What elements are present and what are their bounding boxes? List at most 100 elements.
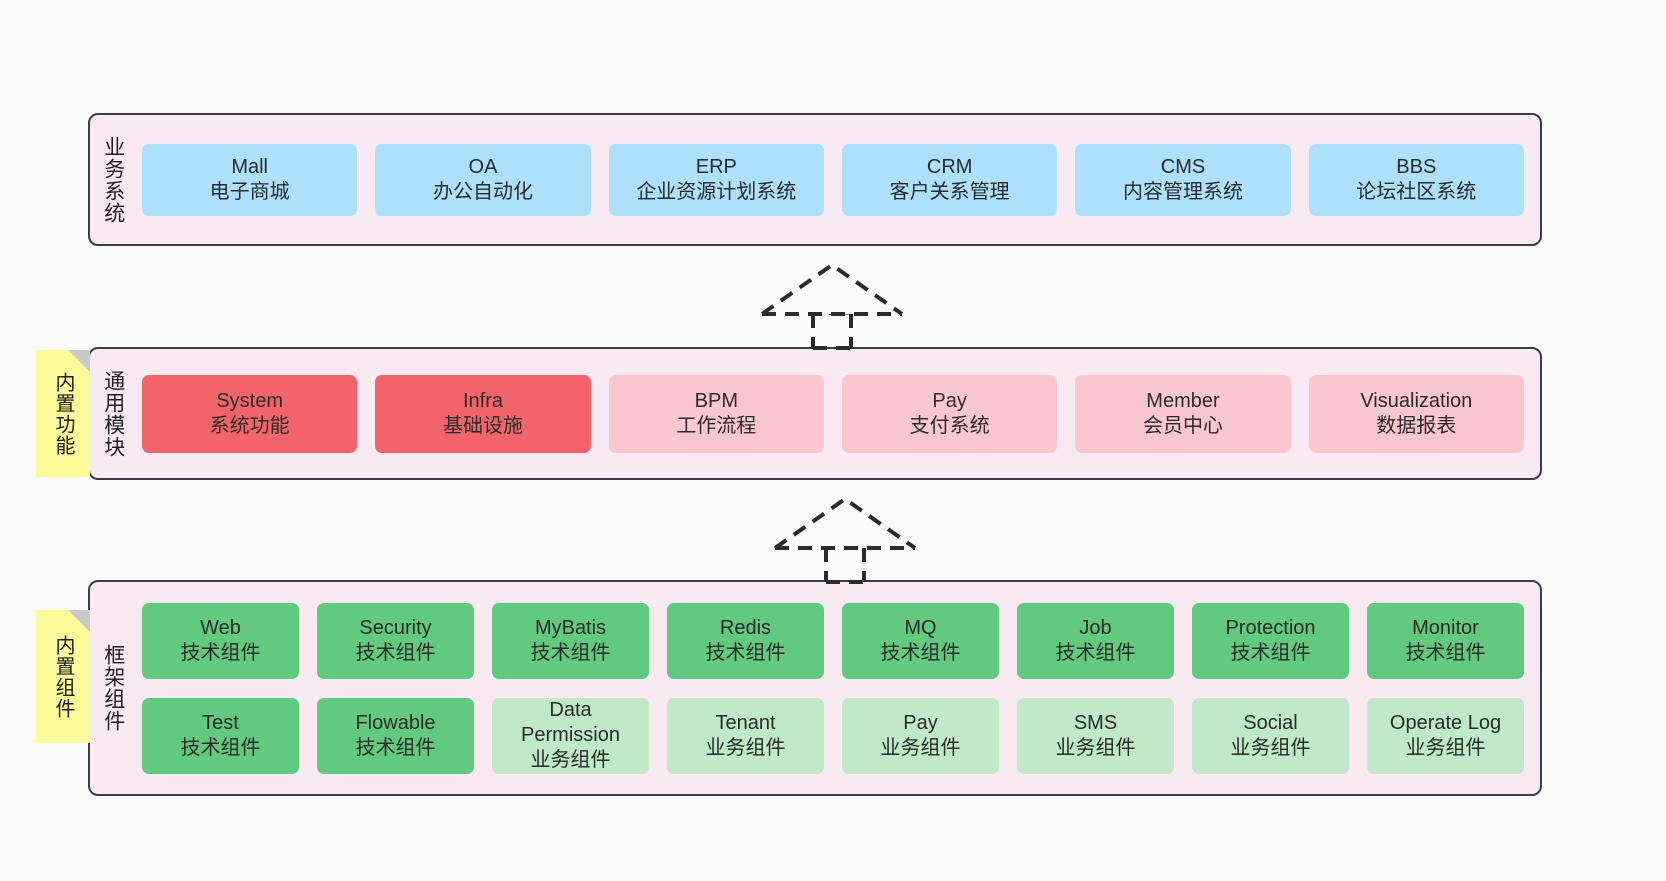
card-title-en: BBS — [1396, 155, 1437, 178]
sticky-note-builtin-components: 内置组件 — [36, 610, 90, 743]
card-sms[interactable]: SMS 业务组件 — [1017, 697, 1174, 774]
card-title-cn: 技术组件 — [1055, 641, 1136, 664]
card-title-cn: 工作流程 — [676, 414, 757, 437]
card-row: Mall 电子商城 OA 办公自动化 ERP 企业资源计划系统 CRM 客户关系… — [142, 143, 1524, 216]
card-title-cn: 业务组件 — [880, 736, 961, 759]
layer-body-framework-components: Web 技术组件 Security 技术组件 MyBatis 技术组件 Redi… — [136, 582, 1540, 794]
card-visualization[interactable]: Visualization 数据报表 — [1308, 374, 1524, 453]
folded-corner-icon — [68, 610, 90, 632]
card-title-en: BPM — [694, 389, 738, 412]
card-title-en: Operate Log — [1389, 711, 1502, 734]
card-title-cn: 技术组件 — [180, 641, 261, 664]
card-title-cn: 电子商城 — [209, 180, 290, 203]
card-mq[interactable]: MQ 技术组件 — [842, 602, 999, 679]
layer-title-common-modules: 通用模块 — [101, 369, 125, 458]
layer-body-business-systems: Mall 电子商城 OA 办公自动化 ERP 企业资源计划系统 CRM 客户关系… — [136, 115, 1540, 244]
card-title-en: Job — [1079, 616, 1112, 639]
card-title-en: CMS — [1160, 155, 1206, 178]
layer-body-common-modules: System 系统功能 Infra 基础设施 BPM 工作流程 Pay 支付系统… — [136, 349, 1540, 478]
card-title-cn: 业务组件 — [530, 748, 611, 771]
layer-framework-components: 框架组件 Web 技术组件 Security 技术组件 MyBatis 技术组件… — [88, 580, 1542, 796]
card-title-cn: 技术组件 — [180, 736, 261, 759]
card-title-cn: 技术组件 — [705, 641, 786, 664]
card-flowable[interactable]: Flowable 技术组件 — [317, 697, 474, 774]
card-title-cn: 支付系统 — [909, 414, 990, 437]
card-title-cn: 系统功能 — [209, 414, 290, 437]
card-security[interactable]: Security 技术组件 — [317, 602, 474, 679]
card-title-en: OA — [468, 155, 498, 178]
card-title-cn: 技术组件 — [530, 641, 611, 664]
card-row: Web 技术组件 Security 技术组件 MyBatis 技术组件 Redi… — [142, 602, 1524, 679]
card-title-cn: 论坛社区系统 — [1356, 180, 1477, 203]
sticky-note-label: 内置组件 — [52, 634, 74, 719]
card-title-en: Pay — [932, 389, 967, 412]
card-title-cn: 企业资源计划系统 — [636, 180, 797, 203]
card-title-en: Redis — [719, 616, 772, 639]
card-infra[interactable]: Infra 基础设施 — [375, 374, 591, 453]
layer-business-systems: 业务系统 Mall 电子商城 OA 办公自动化 ERP 企业资源计划系统 CRM… — [88, 113, 1542, 246]
card-title-en: Flowable — [355, 711, 436, 734]
card-title-cn: 基础设施 — [442, 414, 523, 437]
card-cms[interactable]: CMS 内容管理系统 — [1075, 143, 1291, 216]
card-social[interactable]: Social 业务组件 — [1192, 697, 1349, 774]
card-title-cn: 内容管理系统 — [1122, 180, 1243, 203]
card-system[interactable]: System 系统功能 — [142, 374, 358, 453]
card-job[interactable]: Job 技术组件 — [1017, 602, 1174, 679]
card-title-cn: 技术组件 — [355, 736, 436, 759]
card-title-cn: 业务组件 — [1405, 736, 1486, 759]
card-protection[interactable]: Protection 技术组件 — [1192, 602, 1349, 679]
layer-common-modules: 通用模块 System 系统功能 Infra 基础设施 BPM 工作流程 Pay… — [88, 347, 1542, 480]
card-mybatis[interactable]: MyBatis 技术组件 — [492, 602, 649, 679]
layer-title-framework-components: 框架组件 — [101, 644, 125, 732]
card-title-cn: 数据报表 — [1376, 414, 1457, 437]
card-monitor[interactable]: Monitor 技术组件 — [1367, 602, 1524, 679]
card-data-permission[interactable]: Data Permission 业务组件 — [492, 697, 649, 774]
card-title-en: Web — [200, 616, 241, 639]
card-title-en: Member — [1146, 389, 1220, 412]
card-title-en: System — [216, 389, 283, 412]
card-title-en: Monitor — [1412, 616, 1479, 639]
card-title-en: Data Permission — [521, 699, 620, 747]
card-operate-log[interactable]: Operate Log 业务组件 — [1367, 697, 1524, 774]
card-oa[interactable]: OA 办公自动化 — [375, 143, 591, 216]
card-erp[interactable]: ERP 企业资源计划系统 — [608, 143, 824, 216]
card-title-en: Infra — [462, 389, 503, 412]
card-pay-component[interactable]: Pay 业务组件 — [842, 697, 999, 774]
card-tenant[interactable]: Tenant 业务组件 — [667, 697, 824, 774]
card-title-cn: 办公自动化 — [432, 180, 533, 203]
card-title-en: MQ — [904, 616, 937, 639]
generalization-arrow-build — [757, 258, 907, 350]
card-title-cn: 技术组件 — [1405, 641, 1486, 664]
card-bbs[interactable]: BBS 论坛社区系统 — [1308, 143, 1524, 216]
card-member[interactable]: Member 会员中心 — [1075, 374, 1291, 453]
card-title-cn: 技术组件 — [355, 641, 436, 664]
layer-title-business-systems: 业务系统 — [101, 135, 125, 224]
card-pay-module[interactable]: Pay 支付系统 — [841, 374, 1058, 453]
card-title-cn: 业务组件 — [1230, 736, 1311, 759]
card-title-en: Social — [1243, 711, 1298, 734]
card-row: System 系统功能 Infra 基础设施 BPM 工作流程 Pay 支付系统… — [142, 374, 1524, 453]
card-title-en: Tenant — [715, 711, 776, 734]
card-title-cn: 技术组件 — [1230, 641, 1311, 664]
sticky-note-builtin-features: 内置功能 — [36, 350, 90, 477]
card-title-cn: 客户关系管理 — [889, 180, 1010, 203]
generalization-arrow-implement — [770, 492, 920, 584]
card-title-en: Protection — [1225, 616, 1316, 639]
card-title-en: Test — [202, 711, 239, 734]
card-title-en: Visualization — [1360, 389, 1473, 412]
card-title-cn: 会员中心 — [1142, 414, 1223, 437]
sticky-note-label: 内置功能 — [52, 371, 74, 456]
card-title-en: ERP — [695, 155, 737, 178]
card-test[interactable]: Test 技术组件 — [142, 697, 299, 774]
card-title-en: Mall — [231, 155, 268, 178]
card-title-en: MyBatis — [534, 616, 607, 639]
card-mall[interactable]: Mall 电子商城 — [142, 143, 358, 216]
card-bpm[interactable]: BPM 工作流程 — [608, 374, 824, 453]
card-web[interactable]: Web 技术组件 — [142, 602, 299, 679]
card-crm[interactable]: CRM 客户关系管理 — [841, 143, 1058, 216]
card-title-cn: 业务组件 — [705, 736, 786, 759]
card-title-cn: 业务组件 — [1055, 736, 1136, 759]
folded-corner-icon — [68, 350, 90, 372]
card-title-en: SMS — [1073, 711, 1118, 734]
card-redis[interactable]: Redis 技术组件 — [667, 602, 824, 679]
